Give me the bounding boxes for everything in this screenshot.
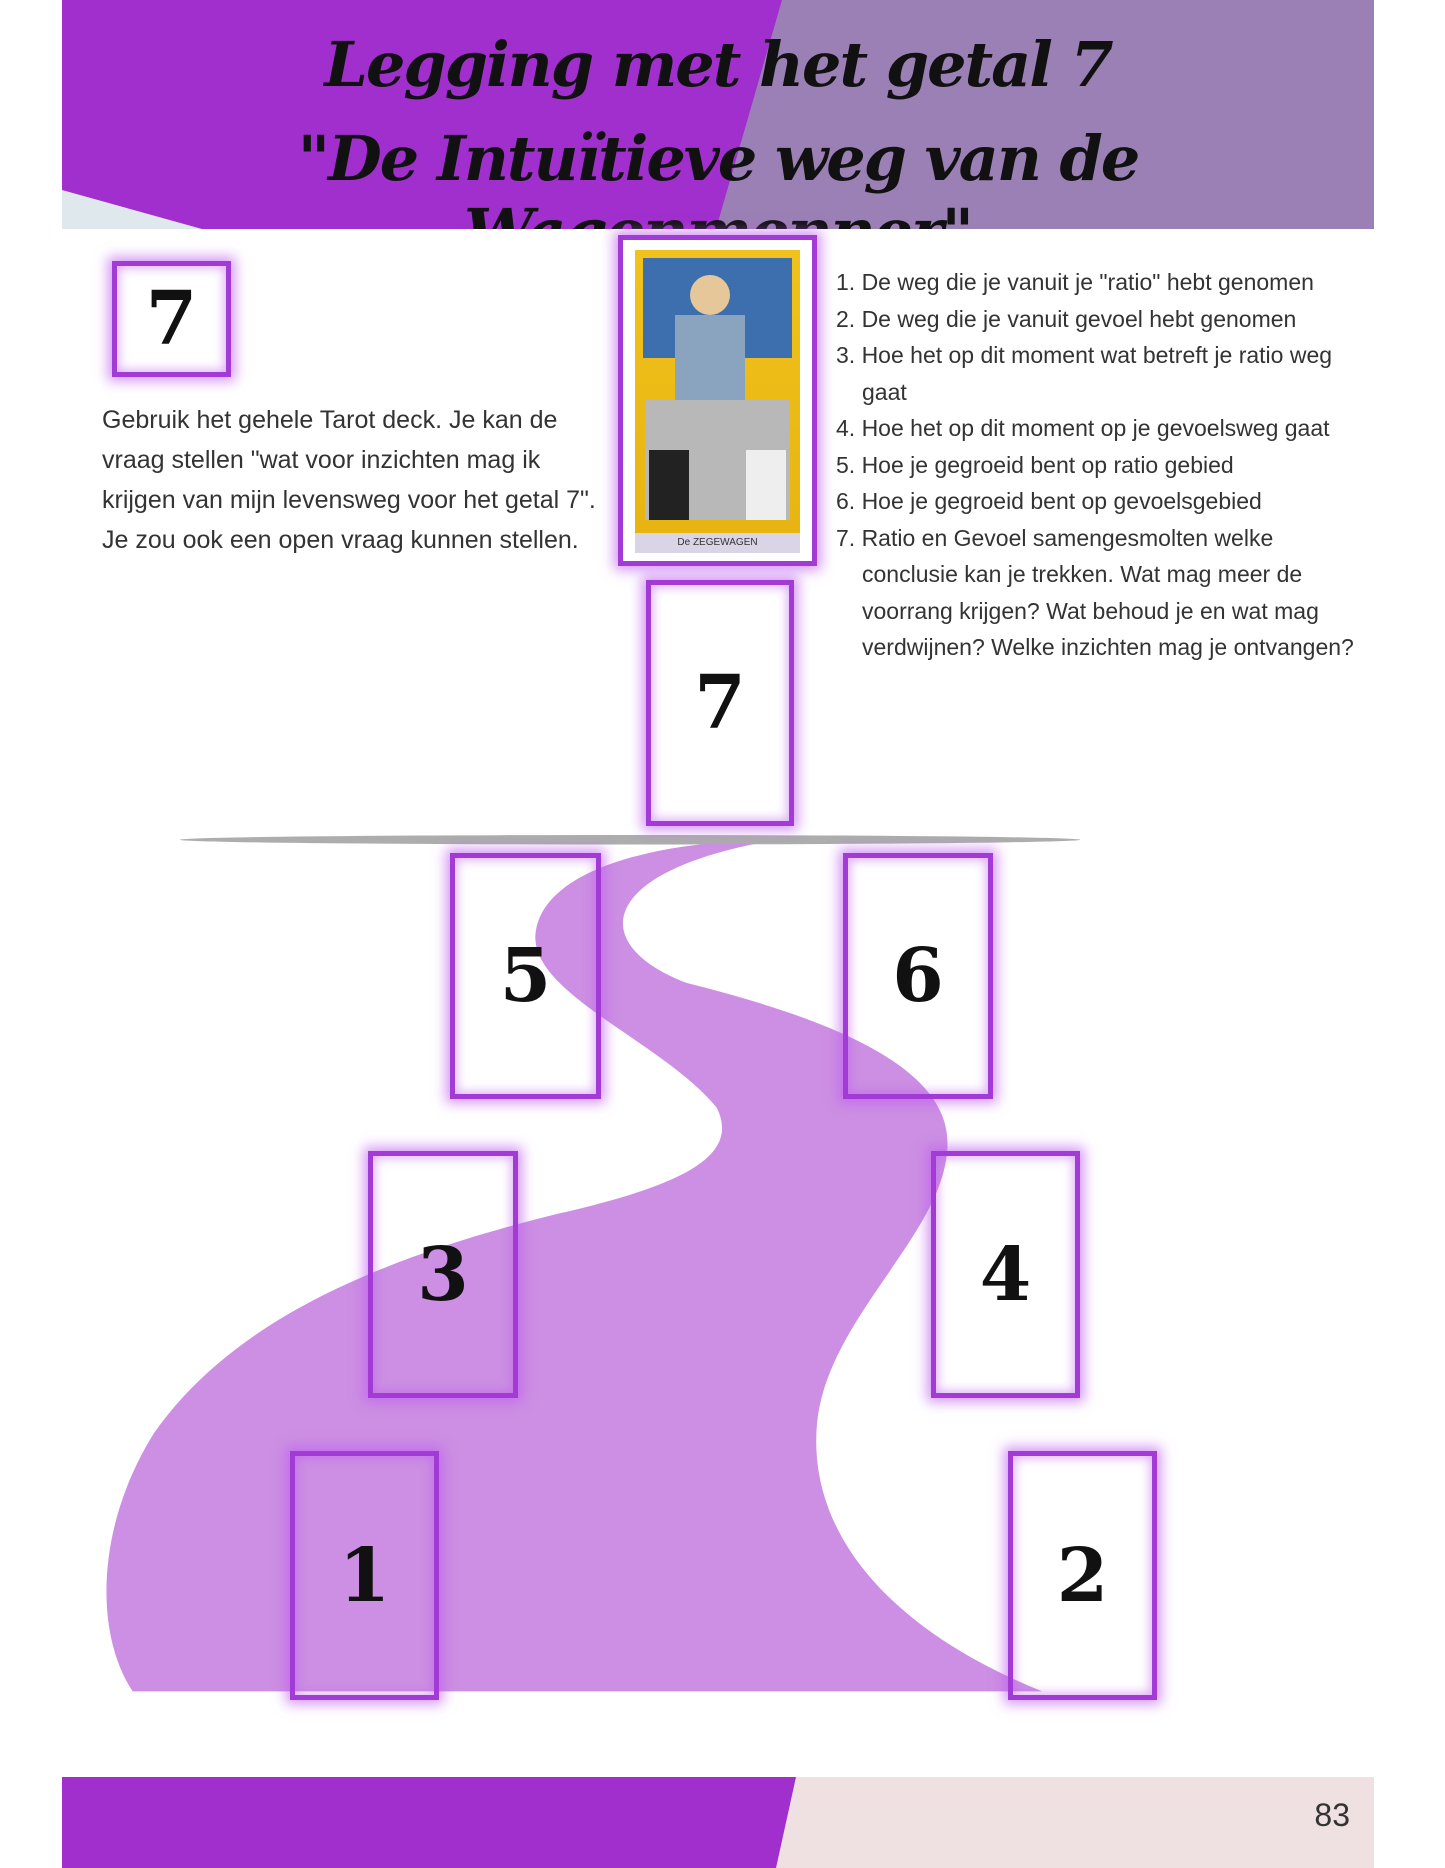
- spread-card-4: 4: [931, 1151, 1080, 1398]
- position-meanings-list: 1. De weg die je vanuit je "ratio" hebt …: [836, 264, 1356, 666]
- footer-background: [62, 1777, 796, 1868]
- list-item: 2. De weg die je vanuit gevoel hebt geno…: [836, 305, 1297, 332]
- list-item: 3. Hoe het op dit moment wat betreft je …: [836, 342, 1333, 405]
- page-footer: 83: [62, 1777, 1374, 1868]
- spread-card-7: 7: [646, 580, 794, 826]
- tarot-card-artwork: [635, 250, 800, 533]
- road-path: [106, 843, 1043, 1692]
- intro-paragraph: Gebruik het gehele Tarot deck. Je kan de…: [102, 406, 596, 554]
- spread-card-2: 2: [1008, 1451, 1157, 1700]
- list-item: 4. Hoe het op dit moment op je gevoelswe…: [836, 415, 1330, 441]
- spread-card-5: 5: [450, 853, 601, 1099]
- spread-card-1: 1: [290, 1451, 439, 1700]
- title-line-2: "De Intuïtieve weg van de Wagenmenner": [297, 122, 1141, 229]
- header-background: [62, 0, 1374, 229]
- list-item: 6. Hoe je gegroeid bent op gevoelsgebied: [836, 488, 1262, 514]
- tarot-card-label: De ZEGEWAGEN: [635, 533, 800, 553]
- list-item: 5. Hoe je gegroeid bent op ratio gebied: [836, 451, 1234, 478]
- page-number: 83: [1314, 1797, 1350, 1833]
- list-item: 7. Ratio en Gevoel samengesmolten welke …: [836, 524, 1354, 661]
- page-header: Legging met het getal 7 "De Intuïtieve w…: [62, 0, 1374, 229]
- intro-card-7: 7: [112, 261, 231, 377]
- spread-card-6: 6: [843, 853, 993, 1099]
- title-line-1: Legging met het getal 7: [324, 28, 1113, 101]
- list-item: 1. De weg die je vanuit je "ratio" hebt …: [836, 269, 1314, 295]
- spread-card-3: 3: [368, 1151, 518, 1398]
- horizon-shadow: [180, 835, 1081, 845]
- tarot-card-chariot: De ZEGEWAGEN: [618, 235, 817, 566]
